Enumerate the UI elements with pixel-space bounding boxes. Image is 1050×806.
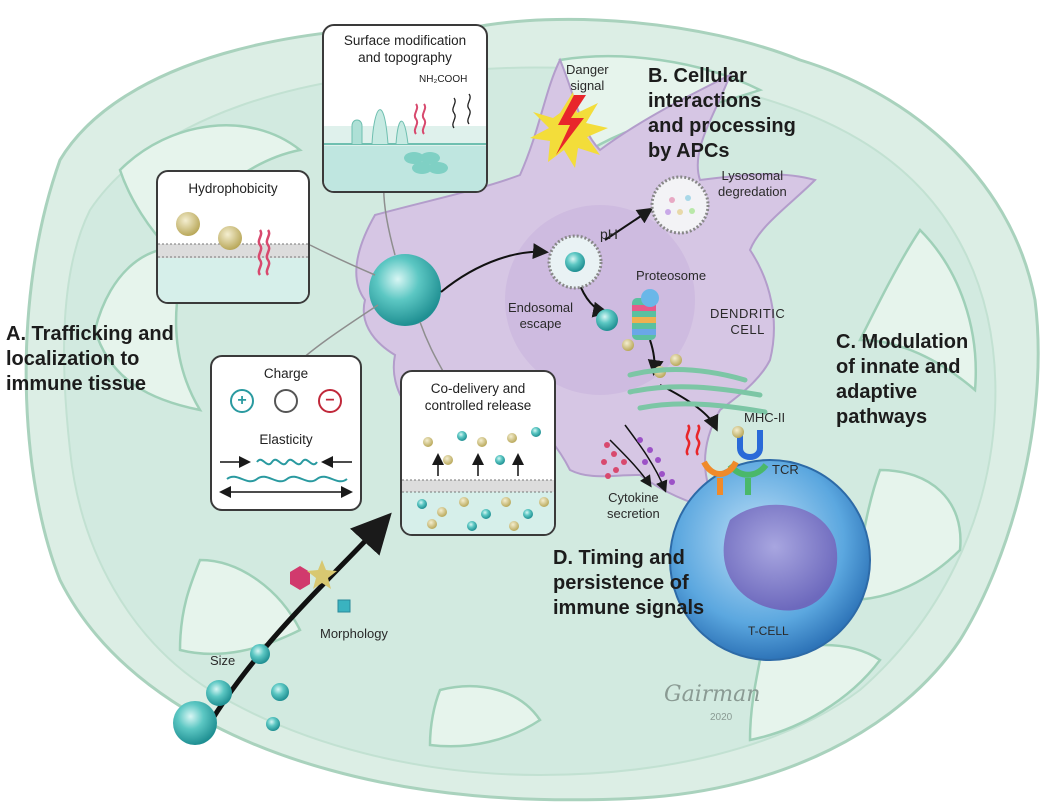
codelivery-title-line1: Co-delivery and: [430, 381, 526, 396]
signature-year: 2020: [710, 712, 733, 723]
size-label: Size: [210, 653, 236, 668]
surface-chem-label: NH₂COOH: [419, 74, 468, 85]
mhc-label: MHC-II: [744, 410, 786, 425]
codelivery-box: Co-delivery and controlled release: [400, 370, 556, 536]
codelivery-illustration: [402, 427, 554, 534]
neutral-charge-icon: [274, 389, 298, 413]
negative-charge-icon: −: [318, 389, 342, 413]
tcr-label: TCR: [772, 462, 799, 477]
hexagon-particle: [290, 566, 310, 590]
proteosome: [632, 289, 659, 340]
lightning-bolt: [556, 95, 586, 155]
positive-charge-icon: +: [230, 389, 254, 413]
star-particle: [307, 560, 337, 589]
t-cell-label: T-CELL: [748, 624, 789, 638]
proteosome-label: Proteosome: [636, 268, 707, 283]
t-cell-nucleus: [723, 504, 838, 611]
hydrophobicity-box: Hydrophobicity: [156, 170, 310, 304]
hydrophobicity-illustration: [158, 212, 308, 302]
lysosome: [650, 175, 710, 235]
size-particles: [173, 644, 289, 745]
mhc-tcr-complex: [685, 424, 769, 495]
charge-title: Charge: [263, 366, 309, 381]
cube-particle: [337, 599, 351, 613]
surface-modification-box: Surface modification and topography NH₂C…: [322, 24, 488, 193]
endoplasmic-reticulum: [627, 367, 768, 415]
codelivery-title-line2: controlled release: [424, 398, 532, 413]
nanoparticle: [369, 254, 441, 326]
artist-signature: Gairman: [664, 682, 761, 707]
hydrophobicity-title: Hydrophobicity: [188, 181, 278, 196]
morphology-label: Morphology: [320, 626, 388, 641]
trafficking-arrow: [197, 512, 392, 742]
cytokines: [601, 437, 675, 485]
surface-title-line2: and topography: [358, 50, 452, 65]
charge-elasticity-box: Charge + − Elasticity: [210, 355, 362, 511]
surface-illustration: [324, 93, 486, 191]
elasticity-illustration: [219, 456, 353, 498]
surface-title-line1: Surface modification: [343, 33, 467, 48]
ph-label: pH: [600, 226, 618, 242]
elasticity-title: Elasticity: [259, 432, 313, 447]
